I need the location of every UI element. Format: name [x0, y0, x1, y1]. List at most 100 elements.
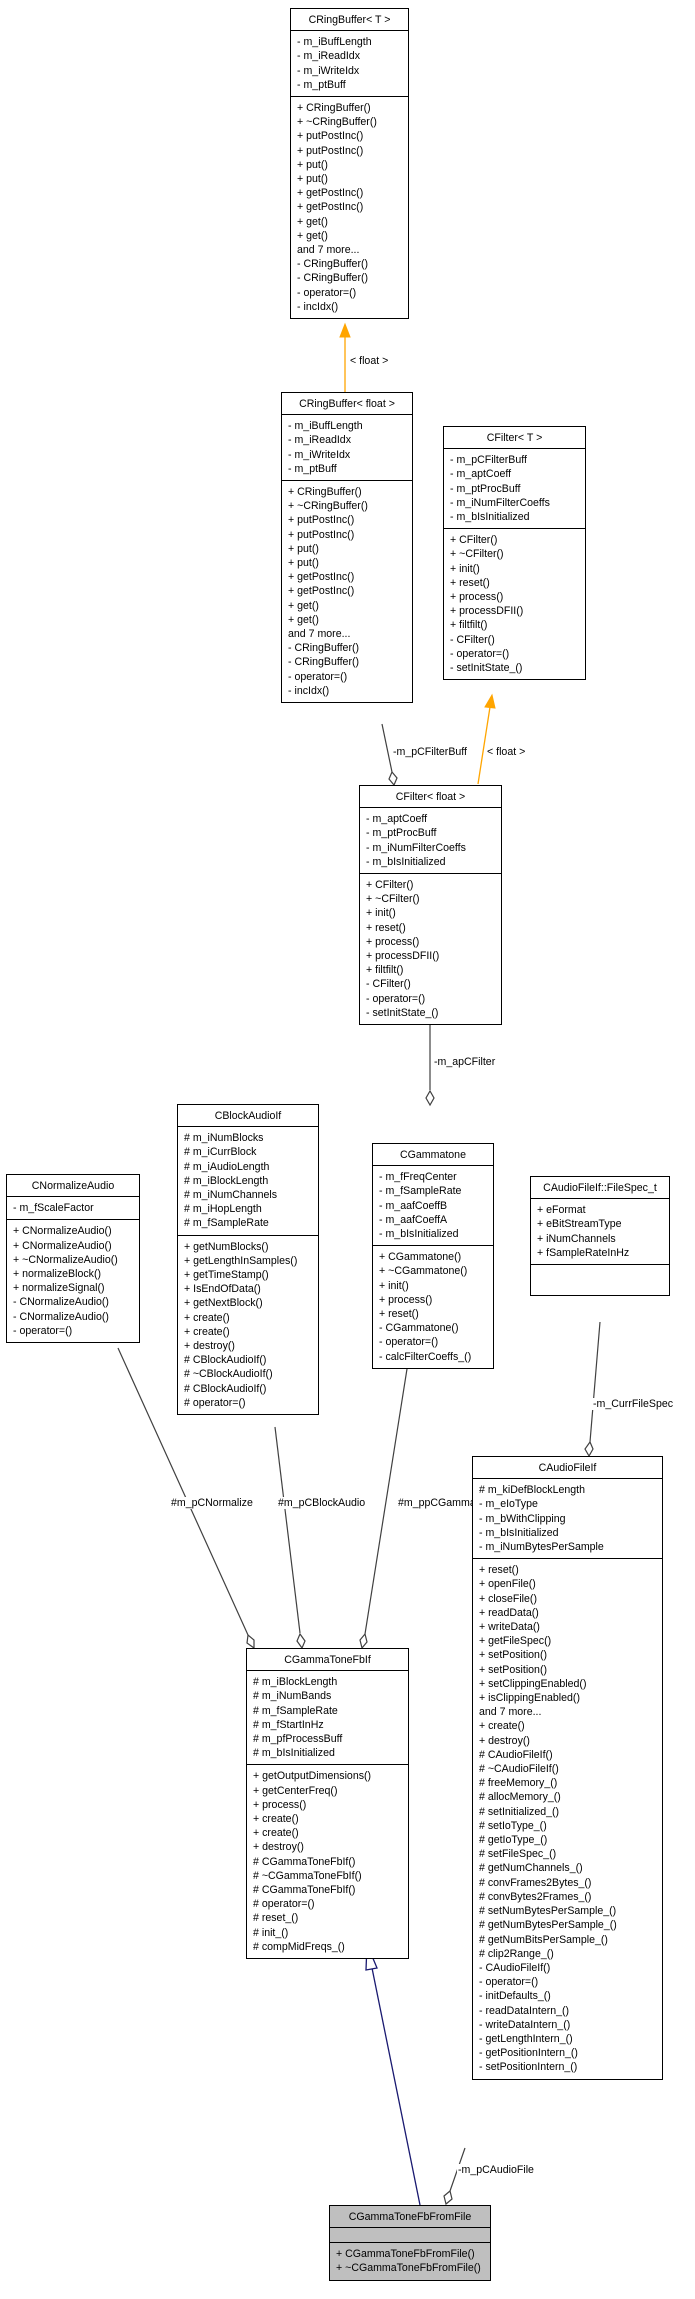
methods-section	[531, 1264, 669, 1295]
method: + putPostInc()	[297, 144, 364, 157]
attributes-section: - m_fScaleFactor	[7, 1196, 139, 1219]
method: # reset_()	[253, 1912, 299, 1925]
attribute: - m_bIsInitialized	[479, 1526, 559, 1539]
method: # ~CAudioFileIf()	[479, 1763, 559, 1776]
label-filterbuff: -m_pCFilterBuff	[392, 746, 468, 758]
class-cringbuffer-float[interactable]: CRingBuffer< float >- m_iBuffLength- m_i…	[281, 392, 413, 704]
class-cfilter-t[interactable]: CFilter< T > - m_pCFilterBuff- m_aptCoeff…	[443, 426, 586, 681]
attribute: # m_iHopLength	[184, 1203, 262, 1216]
class-name: CRingBuffer< T >	[308, 14, 391, 26]
method: + init()	[450, 562, 480, 575]
class-name: CGammaToneFbFromFile	[348, 2211, 472, 2223]
class-filespec-t[interactable]: CAudioFileIf::FileSpec_t+ eFormat+ eBitS…	[530, 1176, 670, 1297]
method: + ~CRingBuffer()	[288, 500, 368, 513]
method: + CNormalizeAudio()	[13, 1239, 112, 1252]
method: - CGammatone()	[379, 1322, 459, 1335]
method: + writeData()	[479, 1621, 540, 1634]
method: - operator=()	[13, 1324, 73, 1337]
class-cgammatone[interactable]: CGammatone- m_fFreqCenter- m_fSampleRate…	[372, 1143, 494, 1369]
class-cblockaudioif[interactable]: CBlockAudioIf# m_iNumBlocks# m_iCurrBloc…	[177, 1104, 319, 1416]
method: - CNormalizeAudio()	[13, 1310, 109, 1323]
method: # ~CGammaToneFbIf()	[253, 1869, 362, 1882]
label-currfilespec: -m_CurrFileSpec	[592, 1398, 675, 1410]
class-cringbuffer-t[interactable]: CRingBuffer< T >- m_iBuffLength- m_iRead…	[290, 8, 409, 320]
method: # getNumChannels_()	[479, 1862, 583, 1875]
method: # setFileSpec_()	[479, 1848, 557, 1861]
class-name: CAudioFileIf	[538, 1462, 597, 1474]
method: - CFilter()	[366, 978, 411, 991]
method: + get()	[288, 613, 319, 626]
method: - CRingBuffer()	[297, 258, 369, 271]
method: + reset()	[450, 576, 490, 589]
class-cgammatonefbfromfile[interactable]: CGammaToneFbFromFile+ CGammaToneFbFromFi…	[329, 2205, 491, 2281]
method: # CGammaToneFbIf()	[253, 1884, 356, 1897]
method: - CFilter()	[450, 633, 495, 646]
attribute: # m_iBlockLength	[184, 1174, 269, 1187]
method: and 7 more...	[297, 244, 360, 257]
method: + getPostInc()	[288, 571, 355, 584]
method: # freeMemory_()	[479, 1777, 558, 1790]
method: - CRingBuffer()	[288, 642, 360, 655]
attribute: - m_ptBuff	[288, 462, 337, 475]
methods-section: + CRingBuffer()+ ~CRingBuffer()+ putPost…	[291, 96, 408, 318]
method: + processDFII()	[366, 950, 440, 963]
method: + normalizeBlock()	[13, 1268, 102, 1281]
method: - CRingBuffer()	[288, 656, 360, 669]
method: + CGammatone()	[379, 1251, 462, 1264]
attribute: - m_iWriteIdx	[288, 448, 351, 461]
attribute: - m_bIsInitialized	[450, 511, 530, 524]
class-name: CFilter< T >	[486, 432, 543, 444]
method: + get()	[297, 215, 328, 228]
edge-pcnormalize	[117, 1347, 249, 1636]
method: - operator=()	[479, 1976, 539, 1989]
class-cgammatonefbif[interactable]: CGammaToneFbIf# m_iBlockLength# m_iNumBa…	[246, 1648, 409, 1960]
attribute: - m_aptCoeff	[366, 813, 428, 826]
attributes-section: # m_kiDefBlockLength- m_eIoType- m_bWith…	[473, 1478, 662, 1558]
method: + put()	[297, 173, 328, 186]
method: + put()	[288, 557, 319, 570]
attribute: - m_pCFilterBuff	[450, 454, 527, 467]
method: # getNumBytesPerSample_()	[479, 1919, 617, 1932]
diamond-pcaudiofile	[443, 2189, 453, 2206]
methods-section: + CRingBuffer()+ ~CRingBuffer()+ putPost…	[282, 480, 412, 702]
method: # ~CBlockAudioIf()	[184, 1368, 273, 1381]
class-caudiofileif[interactable]: CAudioFileIf # m_kiDefBlockLength- m_eIoT…	[472, 1456, 663, 2080]
attribute: + eBitStreamType	[537, 1218, 622, 1231]
attributes-section: # m_iBlockLength# m_iNumBands# m_fSample…	[247, 1670, 408, 1764]
method: + CRingBuffer()	[297, 102, 371, 115]
method: + setPosition()	[479, 1663, 548, 1676]
attribute: - m_iReadIdx	[297, 50, 360, 63]
attribute: - m_ptProcBuff	[366, 827, 437, 840]
method: + readData()	[479, 1606, 539, 1619]
method: # CBlockAudioIf()	[184, 1354, 267, 1367]
class-name: CGammatone	[400, 1149, 466, 1161]
edge-tpl-filter	[477, 706, 491, 785]
class-cfilter-float[interactable]: CFilter< float >- m_aptCoeff- m_ptProcBu…	[359, 785, 502, 1026]
method: + create()	[184, 1325, 230, 1338]
method: + ~CFilter()	[366, 893, 420, 906]
method: + isClippingEnabled()	[479, 1692, 580, 1705]
attribute: - m_iReadIdx	[288, 434, 351, 447]
methods-section: + CFilter()+ ~CFilter()+ init()+ reset()…	[444, 528, 585, 679]
diamond-pcnormalize	[246, 1633, 255, 1650]
attribute: - m_bIsInitialized	[379, 1228, 459, 1241]
method: + CNormalizeAudio()	[13, 1225, 112, 1238]
method: + ~CNormalizeAudio()	[13, 1253, 118, 1266]
attribute: - m_bWithClipping	[479, 1512, 566, 1525]
method: + getCenterFreq()	[253, 1784, 338, 1797]
label-pcnormalize: #m_pCNormalize	[170, 1497, 254, 1509]
method: - setInitState_()	[450, 662, 523, 675]
attribute: # m_kiDefBlockLength	[479, 1484, 585, 1497]
method: + filtfilt()	[366, 964, 404, 977]
attributes-section: - m_pCFilterBuff- m_aptCoeff- m_ptProcBu…	[444, 448, 585, 528]
method: and 7 more...	[479, 1706, 542, 1719]
method: - getPositionIntern_()	[479, 2047, 578, 2060]
method: and 7 more...	[288, 628, 351, 641]
class-cnormalizeaudio[interactable]: CNormalizeAudio- m_fScaleFactor+ CNormal…	[6, 1174, 140, 1344]
attribute: # m_iNumBlocks	[184, 1132, 264, 1145]
method: + getNumBlocks()	[184, 1240, 269, 1253]
attribute: # m_pfProcessBuff	[253, 1733, 343, 1746]
attribute: - m_iNumBytesPerSample	[479, 1541, 604, 1554]
method: + process()	[450, 591, 504, 604]
